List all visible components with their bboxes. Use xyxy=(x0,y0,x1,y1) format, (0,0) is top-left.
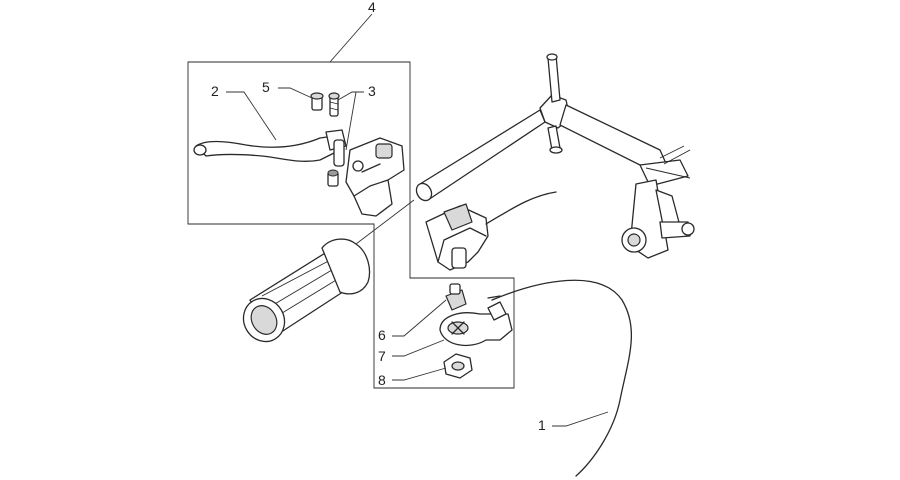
part-label-2: 2 xyxy=(211,83,219,99)
small-screw-lower xyxy=(327,169,339,187)
part-label-5: 5 xyxy=(262,79,270,95)
part-label-1: 1 xyxy=(538,417,546,433)
adjuster-knob xyxy=(445,283,467,311)
leader-line-6 xyxy=(392,299,447,337)
nut xyxy=(443,353,473,379)
leader-line-1 xyxy=(552,411,609,427)
leader-line-7 xyxy=(392,339,445,357)
leader-line-3b xyxy=(345,91,364,151)
leader-line-2 xyxy=(226,91,277,141)
part-label-3: 3 xyxy=(368,83,376,99)
leader-line-8 xyxy=(392,367,447,381)
leader-line-3a xyxy=(337,91,364,101)
switch-lever xyxy=(439,301,513,347)
lever-clamp xyxy=(345,137,405,217)
leader-line-4 xyxy=(329,13,373,63)
throttle-cable xyxy=(487,279,633,477)
leader-line-5 xyxy=(278,87,313,99)
switch-housing xyxy=(425,191,557,271)
part-label-6: 6 xyxy=(378,327,386,343)
leader-line-grip xyxy=(355,199,415,245)
brake-lever xyxy=(193,129,347,167)
part-label-4: 4 xyxy=(368,0,376,15)
handle-grip xyxy=(242,238,371,343)
assembly-group-frame xyxy=(187,61,515,389)
part-label-8: 8 xyxy=(378,372,386,388)
handlebar-frame xyxy=(415,53,695,259)
pivot-screw xyxy=(310,92,324,111)
part-label-7: 7 xyxy=(378,348,386,364)
small-screw-upper xyxy=(328,92,340,117)
